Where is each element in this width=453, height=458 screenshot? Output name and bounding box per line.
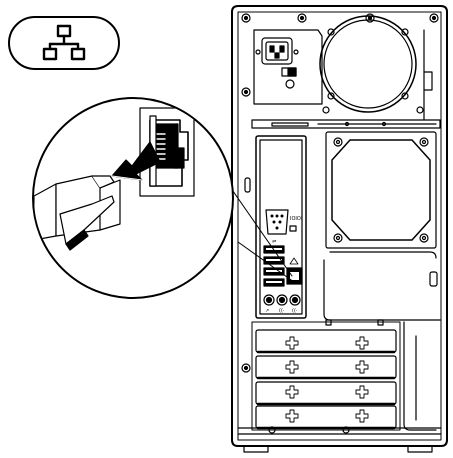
screw-icon <box>241 363 251 373</box>
svg-text:((·: ((· <box>279 308 285 314</box>
case-fan <box>325 131 437 249</box>
expansion-slot-cover <box>255 405 397 430</box>
fan-screw <box>333 137 343 147</box>
screw-icon <box>297 13 307 23</box>
expansion-slots <box>251 319 401 431</box>
voltage-switch <box>281 67 297 77</box>
expansion-slot-cover <box>255 329 397 354</box>
screw-icon <box>241 13 251 23</box>
network-connector <box>286 257 303 285</box>
screw-icon <box>429 13 439 23</box>
serial-port: IOIOI <box>265 209 302 235</box>
network-icon <box>42 24 86 61</box>
svg-text:((·: ((· <box>292 308 298 314</box>
usb-icon: ⇌ <box>272 239 276 245</box>
screw-icon <box>365 13 375 23</box>
svg-text:↗: ↗ <box>265 308 269 314</box>
zoom-callout <box>32 97 234 299</box>
fan-screw <box>419 137 429 147</box>
io-panel: IOIOI ⇌ <box>244 135 307 319</box>
screw-icon <box>241 87 251 97</box>
fan-screw <box>333 233 343 243</box>
insert-arrow-icon <box>111 141 161 181</box>
fan-screw <box>419 233 429 243</box>
network-badge <box>8 16 120 70</box>
psu-fan <box>319 15 424 114</box>
display-port-icon <box>289 225 297 232</box>
expansion-slot-cover <box>255 355 397 380</box>
svg-text:IOIOI: IOIOI <box>290 216 302 222</box>
power-supply <box>253 29 323 105</box>
expansion-slot-cover <box>255 381 397 406</box>
computer-tower-rear: IOIOI ⇌ <box>231 5 448 453</box>
audio-jacks: ↗ ((· ((· <box>263 294 301 314</box>
